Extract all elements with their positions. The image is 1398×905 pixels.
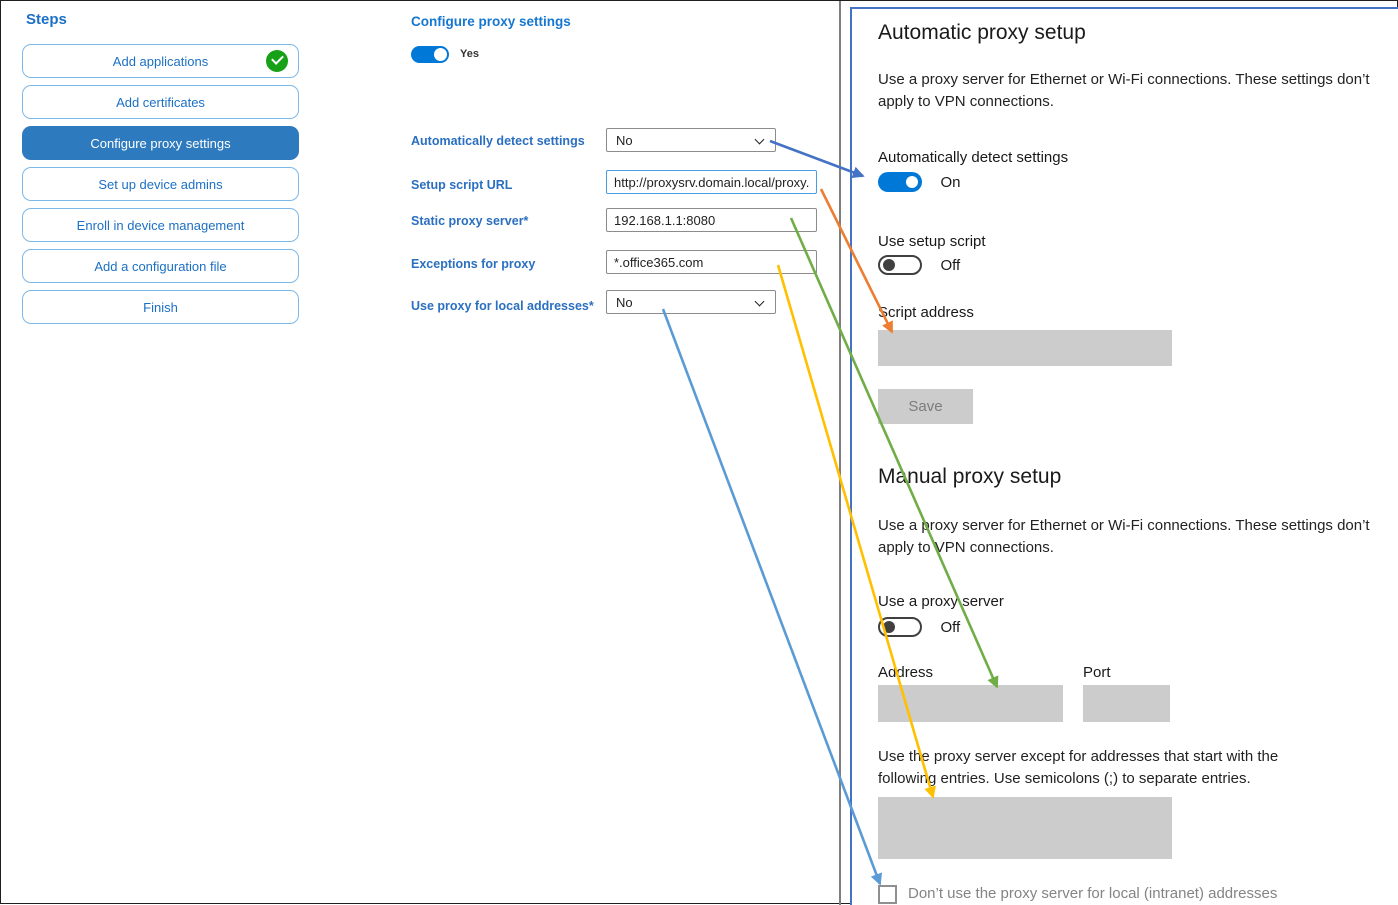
step-label: Configure proxy settings <box>90 135 231 151</box>
proxy-address-input[interactable] <box>878 685 1063 722</box>
proxy-exceptions-textarea[interactable] <box>878 797 1172 859</box>
script-address-input[interactable] <box>878 330 1172 366</box>
local-addresses-checkbox[interactable] <box>878 885 897 904</box>
manual-proxy-description: Use a proxy server for Ethernet or Wi-Fi… <box>878 517 1370 556</box>
step-label: Add certificates <box>116 94 205 110</box>
step-label: Add a configuration file <box>94 258 227 274</box>
sidebar-item-add-applications[interactable]: Add applications <box>22 44 299 78</box>
address-label: Address <box>878 664 934 681</box>
automatic-proxy-setup-heading: Automatic proxy setup <box>878 21 1086 44</box>
field-label-setup-script-url: Setup script URL <box>411 178 513 192</box>
proxy-exceptions-description: Use the proxy server except for addresse… <box>878 748 1279 787</box>
port-label: Port <box>1083 664 1111 681</box>
use-proxy-server-label: Use a proxy server <box>878 593 1004 610</box>
windows-proxy-settings-panel: Automatic proxy setup Use a proxy server… <box>850 7 1398 905</box>
vertical-divider <box>839 1 841 905</box>
field-label-exceptions-for-proxy: Exceptions for proxy <box>411 257 536 271</box>
arrow-local-addresses <box>661 308 883 886</box>
detect-settings-state: On <box>940 173 961 191</box>
setup-script-url-input[interactable] <box>606 170 817 194</box>
selected-value: No <box>616 294 633 310</box>
sidebar-item-add-configuration-file[interactable]: Add a configuration file <box>22 249 299 283</box>
toggle-knob <box>434 48 447 61</box>
proxy-port-input[interactable] <box>1083 685 1170 722</box>
selected-value: No <box>616 132 633 148</box>
step-label: Finish <box>143 299 178 315</box>
detect-settings-label: Automatically detect settings <box>878 149 1069 166</box>
script-address-label: Script address <box>878 304 974 321</box>
step-label: Add applications <box>112 53 209 69</box>
manual-proxy-setup-heading: Manual proxy setup <box>878 465 1062 488</box>
step-label: Enroll in device management <box>76 217 245 233</box>
field-label-automatically-detect: Automatically detect settings <box>411 134 585 148</box>
chevron-down-icon <box>754 296 765 307</box>
steps-heading: Steps <box>26 11 67 28</box>
sidebar-item-configure-proxy-settings[interactable]: Configure proxy settings <box>22 126 299 160</box>
use-setup-script-state: Off <box>940 256 961 274</box>
detect-settings-toggle[interactable] <box>878 172 922 192</box>
step-label: Set up device admins <box>98 176 223 192</box>
sidebar-item-set-up-device-admins[interactable]: Set up device admins <box>22 167 299 201</box>
chevron-down-icon <box>754 134 765 145</box>
automatic-proxy-description: Use a proxy server for Ethernet or Wi-Fi… <box>878 71 1370 110</box>
use-proxy-local-addresses-select[interactable]: No <box>606 290 776 314</box>
sidebar-item-finish[interactable]: Finish <box>22 290 299 324</box>
toggle-knob <box>883 621 895 633</box>
static-proxy-server-input[interactable] <box>606 208 817 232</box>
automatically-detect-settings-select[interactable]: No <box>606 128 776 152</box>
toggle-knob <box>906 176 918 188</box>
use-setup-script-toggle[interactable] <box>878 255 922 275</box>
field-label-use-proxy-local: Use proxy for local addresses* <box>411 299 594 313</box>
configure-proxy-toggle[interactable] <box>411 46 449 63</box>
toggle-knob <box>883 259 895 271</box>
sidebar-item-enroll-in-device-management[interactable]: Enroll in device management <box>22 208 299 242</box>
use-proxy-server-toggle[interactable] <box>878 617 922 637</box>
save-button[interactable]: Save <box>878 389 973 424</box>
field-label-static-proxy-server: Static proxy server* <box>411 214 529 228</box>
exceptions-for-proxy-input[interactable] <box>606 250 817 274</box>
configure-proxy-toggle-state: Yes <box>460 48 479 60</box>
local-addresses-checkbox-label: Don’t use the proxy server for local (in… <box>908 885 1278 902</box>
use-setup-script-label: Use setup script <box>878 233 986 250</box>
completed-check-icon <box>266 50 288 72</box>
page-title: Configure proxy settings <box>411 14 571 29</box>
use-proxy-server-state: Off <box>940 618 961 636</box>
sidebar-item-add-certificates[interactable]: Add certificates <box>22 85 299 119</box>
